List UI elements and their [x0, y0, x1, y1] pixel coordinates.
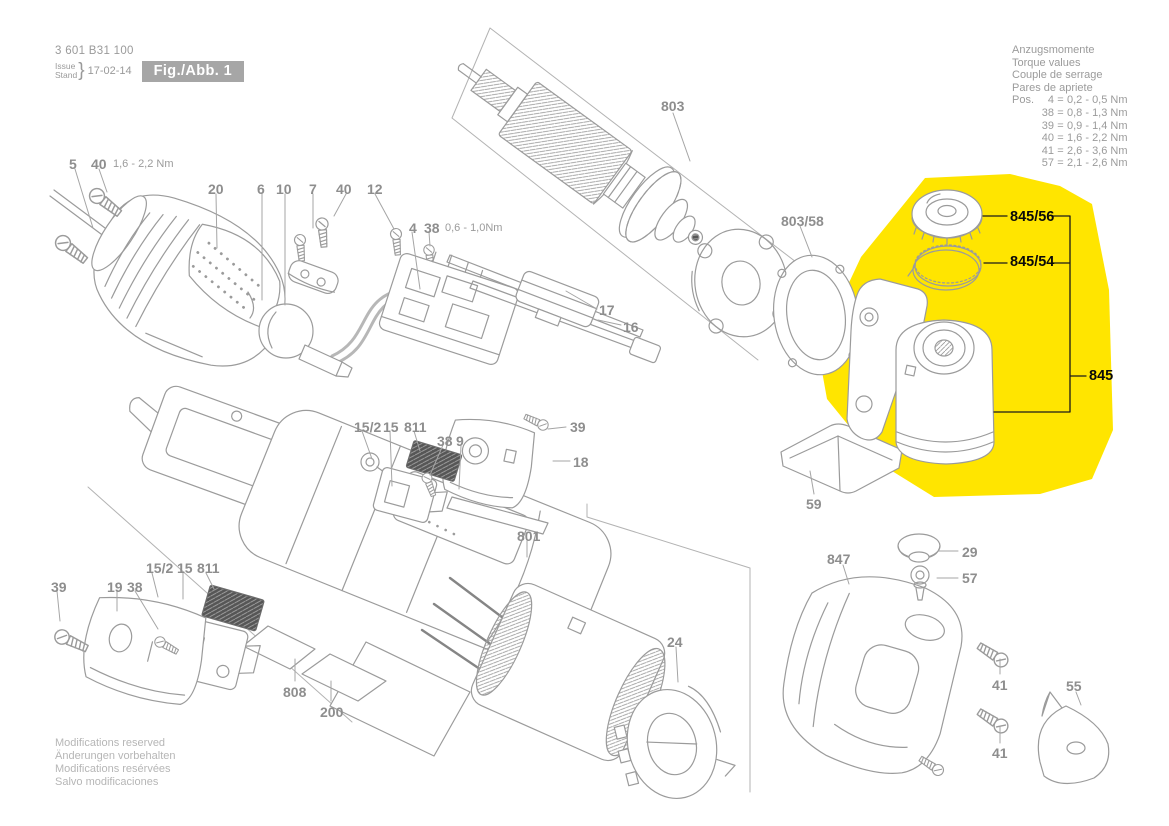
footer-line: Salvo modificaciones — [55, 776, 159, 788]
brace-glyph: } — [78, 60, 85, 81]
torque-row: 38=0,8 - 1,3 Nm — [1041, 106, 1128, 119]
stand-label: Stand — [55, 70, 78, 80]
armature-drawing — [457, 63, 704, 245]
plate-200-drawing — [301, 653, 387, 702]
spring-ring-845-54-drawing — [907, 244, 982, 291]
torque-row: 39=0,9 - 1,4 Nm — [1041, 119, 1128, 132]
torque-row: 40=1,6 - 2,2 Nm — [1041, 132, 1128, 145]
construction-lines — [87, 27, 865, 793]
figure-badge: Fig./Abb. 1 — [141, 60, 245, 82]
valve-57-drawing — [910, 565, 930, 601]
bearing-plate-drawing — [691, 228, 788, 338]
footer-line: Modifications resérvées — [55, 763, 171, 775]
part-number: 3 601 B31 100 — [55, 45, 134, 57]
torque-row: 57=2,1 - 2,6 Nm — [1041, 157, 1128, 170]
torque-title-line: Torque values — [1012, 56, 1081, 69]
stator-drawing — [470, 582, 666, 762]
clip-17-drawing — [515, 270, 600, 328]
footer-line: Modifications reserved — [55, 737, 166, 749]
pad-block-drawing — [287, 260, 339, 295]
ball-joint-drawing — [247, 291, 353, 378]
leader-lines — [56, 112, 1082, 744]
issue-date: 17-02-14 — [87, 65, 132, 77]
depth-stop-55-drawing — [1037, 691, 1110, 785]
front-housing-drawing — [91, 194, 286, 367]
header: 3 601 B31 100 Issue Stand } 17-02-14 Fig… — [55, 45, 245, 82]
torque-row: Pos.4=0,2 - 0,5 Nm — [1012, 94, 1128, 107]
torque-row: 41=2,6 - 3,6 Nm — [1041, 144, 1128, 157]
cover-19-drawing — [83, 596, 207, 705]
electronics-module-drawing — [378, 251, 520, 365]
strip-9-drawing — [446, 496, 549, 535]
bar-end-drawing — [628, 336, 662, 364]
rear-housing-drawing — [782, 576, 963, 774]
torque-title-line: Anzugsmomente — [1012, 44, 1095, 56]
bottom-panel-drawing — [329, 641, 471, 757]
gear-head-drawing — [846, 278, 995, 465]
bracket-845-lines — [982, 215, 1087, 413]
issue-label: Issue — [55, 61, 76, 71]
issue-stand-labels: Issue Stand — [55, 62, 77, 80]
brush-set-upper-drawing — [360, 440, 463, 523]
plate-808-drawing — [242, 625, 316, 670]
torque-title-line: Couple de serrage — [1012, 69, 1103, 82]
torque-title-line: Pares de apriete — [1012, 81, 1093, 94]
cap-845-56-drawing — [911, 189, 983, 245]
footer-line: Änderungen vorbehalten — [55, 750, 176, 762]
cap-29-drawing — [897, 533, 941, 563]
bearing-ring-drawing — [613, 685, 736, 800]
